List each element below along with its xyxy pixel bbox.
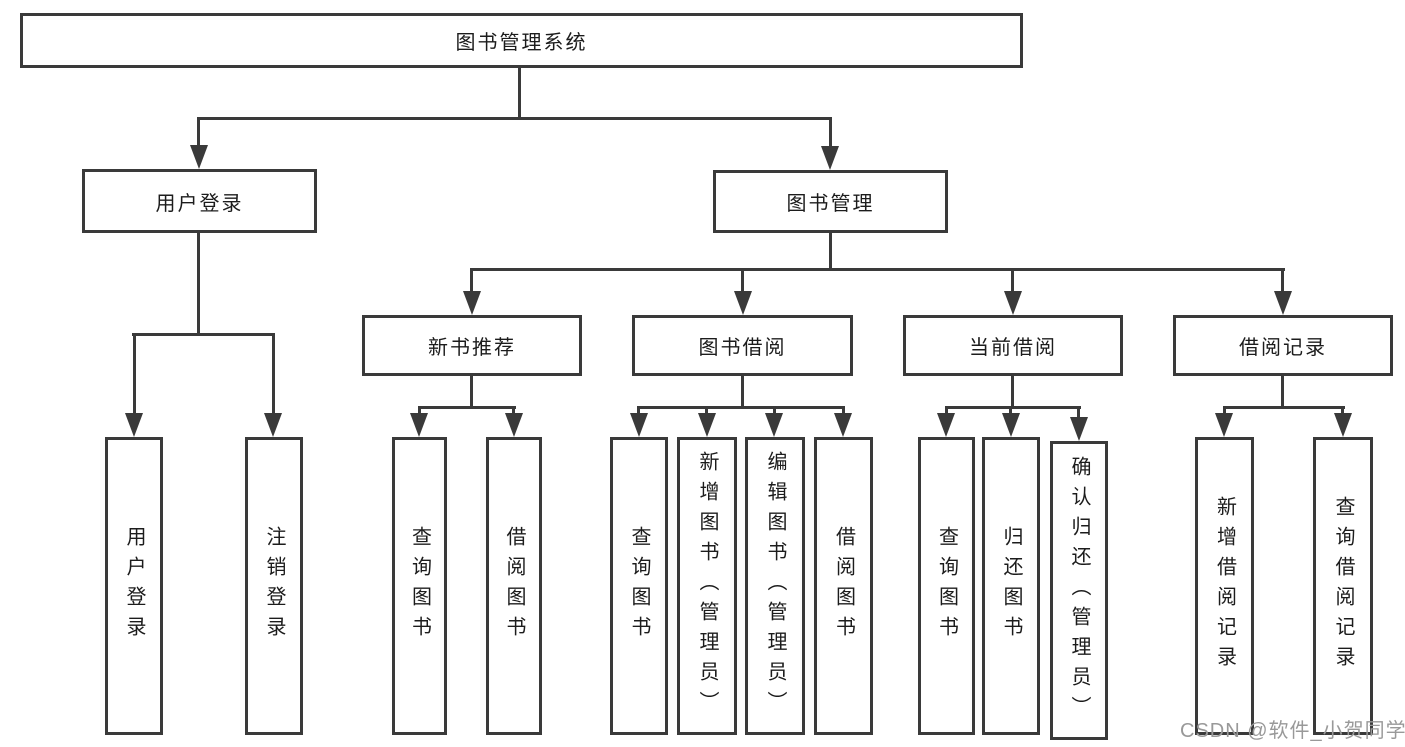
arrow-down-icon [463, 291, 481, 315]
connector-line [518, 68, 521, 120]
leaf-current-query: 查询图书 [918, 437, 975, 735]
leaf-borrow-edit-label: 编辑图书（管理员） [764, 451, 786, 721]
leaf-logout: 注销登录 [245, 437, 303, 735]
arrow-down-icon [190, 145, 208, 169]
leaf-borrow-borrow-label: 借阅图书 [832, 526, 855, 646]
leaf-records-query: 查询借阅记录 [1313, 437, 1373, 735]
arrow-down-icon [698, 413, 716, 437]
leaf-current-confirm: 确认归还（管理员） [1050, 441, 1108, 740]
connector-line [197, 117, 200, 149]
connector-line [1341, 406, 1344, 416]
connector-line [470, 376, 473, 409]
arrow-down-icon [1002, 413, 1020, 437]
leaf-current-confirm-label: 确认归还（管理员） [1068, 455, 1090, 726]
node-new-books-label: 新书推荐 [428, 337, 516, 359]
leaf-newbooks-query: 查询图书 [392, 437, 447, 735]
leaf-user-login: 用户登录 [105, 437, 163, 735]
connector-line [512, 406, 515, 416]
connector-line [829, 117, 832, 149]
leaf-current-query-label: 查询图书 [935, 526, 958, 646]
leaf-records-add: 新增借阅记录 [1195, 437, 1254, 735]
connector-line [637, 406, 640, 416]
node-borrow-records: 借阅记录 [1173, 315, 1393, 376]
connector-line [1009, 406, 1012, 416]
node-book-borrow-label: 图书借阅 [698, 337, 787, 359]
arrow-down-icon [630, 413, 648, 437]
leaf-borrow-edit: 编辑图书（管理员） [745, 437, 805, 735]
connector-line [133, 333, 136, 415]
connector-line [132, 333, 275, 336]
connector-line [197, 117, 831, 120]
leaf-borrow-query-label: 查询图书 [628, 526, 650, 646]
arrow-down-icon [410, 413, 428, 437]
connector-line [945, 406, 948, 416]
connector-line [637, 406, 845, 409]
connector-line [773, 406, 776, 416]
connector-line [741, 268, 744, 294]
connector-line [470, 268, 473, 294]
arrow-down-icon [505, 413, 523, 437]
leaf-records-query-label: 查询借阅记录 [1332, 496, 1354, 676]
node-current-borrow-label: 当前借阅 [969, 337, 1057, 359]
arrow-down-icon [125, 413, 143, 437]
connector-line [471, 268, 1285, 271]
node-borrow-records-label: 借阅记录 [1239, 337, 1327, 359]
node-user-login-label: 用户登录 [155, 192, 244, 215]
arrow-down-icon [264, 413, 282, 437]
connector-line [1011, 376, 1014, 409]
connector-line [842, 406, 845, 416]
connector-line [945, 406, 1081, 409]
leaf-current-return-label: 归还图书 [1000, 526, 1022, 646]
leaf-records-add-label: 新增借阅记录 [1213, 496, 1236, 676]
node-book-borrow: 图书借阅 [632, 315, 853, 376]
arrow-down-icon [834, 413, 852, 437]
leaf-current-return: 归还图书 [982, 437, 1040, 735]
leaf-newbooks-borrow-label: 借阅图书 [503, 526, 525, 646]
connector-line [1281, 376, 1284, 409]
node-book-mgmt-label: 图书管理 [786, 193, 875, 215]
connector-line [1011, 268, 1014, 294]
connector-line [197, 233, 200, 335]
watermark: CSDN @软件_小贺同学 [1180, 720, 1405, 742]
connector-line [1281, 268, 1284, 294]
connector-line [829, 233, 832, 271]
arrow-down-icon [765, 413, 783, 437]
node-new-books: 新书推荐 [362, 315, 582, 376]
leaf-borrow-add: 新增图书（管理员） [677, 437, 737, 735]
connector-line [1223, 406, 1345, 409]
connector-line [705, 406, 708, 416]
leaf-user-login-label: 用户登录 [123, 526, 145, 646]
node-book-mgmt: 图书管理 [713, 170, 948, 233]
leaf-newbooks-query-label: 查询图书 [408, 526, 431, 646]
leaf-logout-label: 注销登录 [263, 526, 285, 646]
node-root-label: 图书管理系统 [455, 32, 588, 54]
arrow-down-icon [734, 291, 752, 315]
arrow-down-icon [1215, 413, 1233, 437]
leaf-borrow-borrow: 借阅图书 [814, 437, 873, 735]
connector-line [272, 333, 275, 415]
connector-line [741, 376, 744, 409]
leaf-borrow-query: 查询图书 [610, 437, 668, 735]
node-root: 图书管理系统 [20, 13, 1023, 68]
arrow-down-icon [1334, 413, 1352, 437]
leaf-newbooks-borrow: 借阅图书 [486, 437, 542, 735]
arrow-down-icon [1004, 291, 1022, 315]
connector-line [1223, 406, 1226, 416]
arrow-down-icon [937, 413, 955, 437]
arrow-down-icon [1274, 291, 1292, 315]
connector-line [418, 406, 421, 416]
arrow-down-icon [821, 146, 839, 170]
connector-line [1077, 406, 1080, 420]
arrow-down-icon [1070, 417, 1088, 441]
node-user-login: 用户登录 [82, 169, 317, 233]
node-current-borrow: 当前借阅 [903, 315, 1123, 376]
leaf-borrow-add-label: 新增图书（管理员） [696, 451, 718, 721]
connector-line [418, 406, 516, 409]
